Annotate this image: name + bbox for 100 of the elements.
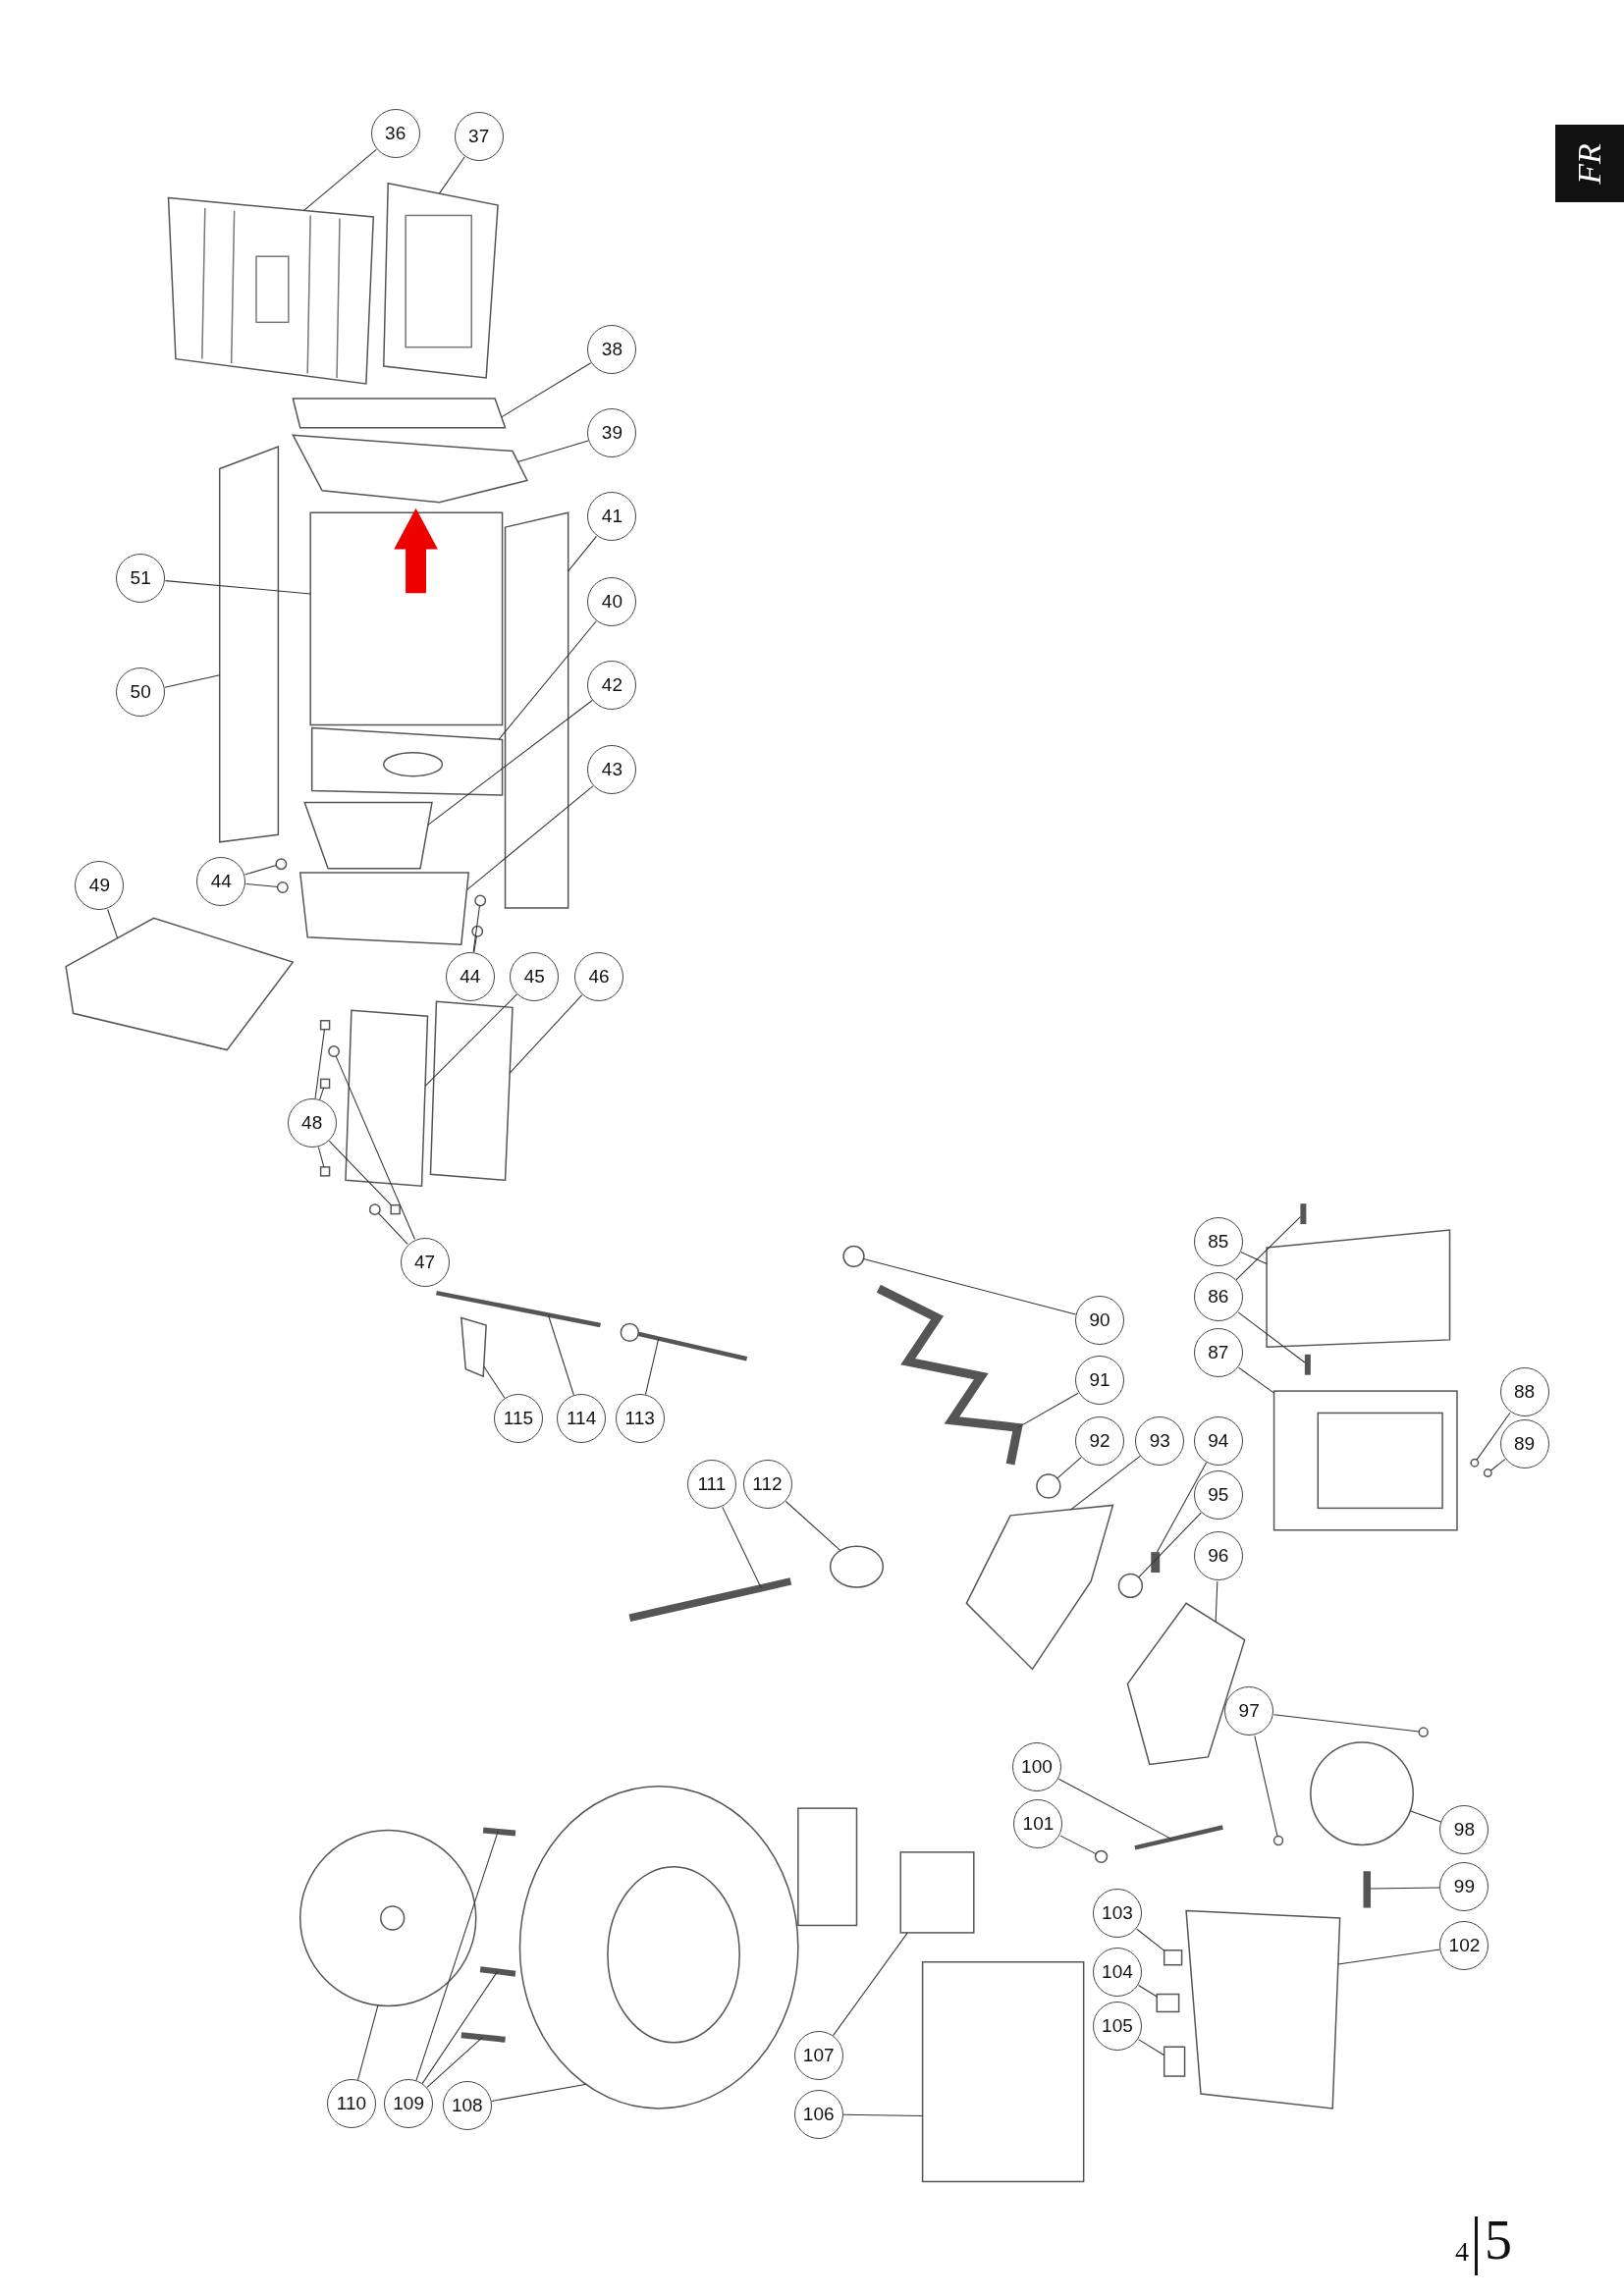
callout-number: 105	[1092, 2002, 1142, 2052]
door-frame-drawing	[1272, 1390, 1458, 1531]
callout-number: 112	[742, 1460, 792, 1510]
callout-number: 113	[615, 1394, 665, 1444]
callout-number: 49	[75, 861, 125, 911]
leader-line	[1409, 1810, 1442, 1823]
callout-number: 100	[1011, 1742, 1061, 1792]
leader-line	[1138, 2039, 1165, 2056]
leader-line	[314, 1029, 325, 1099]
leader-line	[473, 935, 477, 953]
leader-line	[1138, 1512, 1202, 1578]
washer-drawing	[368, 1203, 381, 1216]
bolt-drawing	[482, 1827, 516, 1837]
callout-number: 85	[1193, 1216, 1243, 1266]
callout-number: 110	[326, 2079, 376, 2129]
leader-line	[303, 148, 377, 211]
frame-drawing	[383, 182, 499, 379]
baffle-drawing	[292, 434, 528, 504]
leader-line	[164, 674, 221, 688]
page-number: 5	[1485, 2209, 1512, 2271]
callout-number: 44	[445, 951, 495, 1001]
callout-number: 103	[1092, 1889, 1142, 1939]
connector-drawing	[1163, 1949, 1183, 1966]
leader-line	[328, 1140, 392, 1206]
leader-line	[107, 909, 119, 939]
leader-line	[335, 1055, 415, 1241]
leader-line	[1215, 1580, 1218, 1623]
bolt-drawing	[479, 1966, 516, 1977]
leader-line	[491, 2083, 587, 2102]
gasket-drawing	[345, 1009, 429, 1188]
leader-line	[498, 620, 597, 740]
callout-number: 50	[116, 667, 166, 718]
leader-line	[1136, 1928, 1165, 1951]
screw-drawing	[1470, 1458, 1480, 1468]
leader-line	[1235, 1216, 1301, 1281]
nut-drawing	[1094, 1849, 1109, 1864]
leader-line	[501, 362, 592, 418]
leader-line	[1489, 1459, 1506, 1471]
screw-drawing	[276, 881, 289, 893]
rod-drawing	[1134, 1825, 1223, 1850]
screw-drawing	[474, 894, 487, 907]
leader-line	[1070, 1455, 1141, 1511]
bolt-drawing	[460, 2032, 506, 2043]
callout-number: 87	[1193, 1328, 1243, 1378]
leader-line	[833, 1932, 908, 2037]
callout-number: 51	[116, 554, 166, 604]
callout-number: 102	[1439, 1921, 1489, 1971]
switch-drawing	[1156, 1993, 1180, 2013]
language-code: FR	[1571, 142, 1608, 185]
leader-line	[1237, 1311, 1306, 1363]
pin-drawing	[1304, 1354, 1311, 1375]
leader-line	[357, 2003, 379, 2081]
mounting-plate-drawing	[1185, 1909, 1341, 2109]
front-plate-drawing	[167, 196, 375, 385]
pressure-switch-drawing	[1310, 1741, 1414, 1846]
callout-number: 107	[793, 2030, 843, 2080]
blower-housing-drawing	[518, 1786, 799, 2109]
callout-number: 109	[384, 2079, 434, 2129]
leader-line	[424, 993, 517, 1087]
rod-drawing	[436, 1290, 601, 1328]
callout-number: 43	[587, 745, 637, 795]
leader-line	[1240, 1252, 1268, 1265]
leader-line	[438, 156, 465, 194]
callout-number: 91	[1075, 1356, 1125, 1406]
callout-number: 38	[587, 325, 637, 375]
leader-line	[377, 1212, 408, 1245]
burner-plate-drawing	[310, 726, 504, 796]
leader-line	[1272, 1714, 1420, 1733]
callout-number: 92	[1075, 1415, 1125, 1466]
page-number: 4	[1455, 2236, 1469, 2268]
callout-number: 106	[793, 2089, 843, 2139]
leader-line	[1056, 1457, 1082, 1479]
bush-drawing	[1117, 1573, 1144, 1599]
leader-line	[483, 1365, 506, 1399]
leader-line	[1476, 1412, 1511, 1461]
callout-number: 36	[370, 108, 420, 158]
leader-line	[644, 1338, 660, 1396]
leader-line	[421, 1970, 499, 2084]
leader-line	[842, 2113, 924, 2117]
nut-drawing	[319, 1078, 331, 1090]
callout-number: 99	[1439, 1862, 1489, 1912]
auger-drawing	[876, 1284, 1023, 1466]
callout-number: 95	[1193, 1469, 1243, 1520]
sensor-rod-drawing	[620, 1322, 748, 1362]
leader-line	[317, 1147, 325, 1168]
leader-line	[1057, 1778, 1172, 1841]
callout-number: 40	[587, 576, 637, 626]
callout-number: 111	[686, 1460, 736, 1510]
callout-number: 42	[587, 661, 637, 710]
leader-line	[1156, 1462, 1208, 1553]
switch-drawing	[1163, 2046, 1186, 2077]
leader-line	[427, 700, 593, 826]
pin-drawing	[1151, 1552, 1161, 1573]
leader-line	[509, 994, 583, 1074]
nut-drawing	[319, 1166, 331, 1177]
module-drawing	[899, 1851, 975, 1934]
bearing-drawing	[1036, 1473, 1061, 1499]
callout-number: 37	[454, 111, 504, 161]
callout-number: 46	[574, 951, 623, 1001]
callout-number: 93	[1135, 1415, 1185, 1466]
